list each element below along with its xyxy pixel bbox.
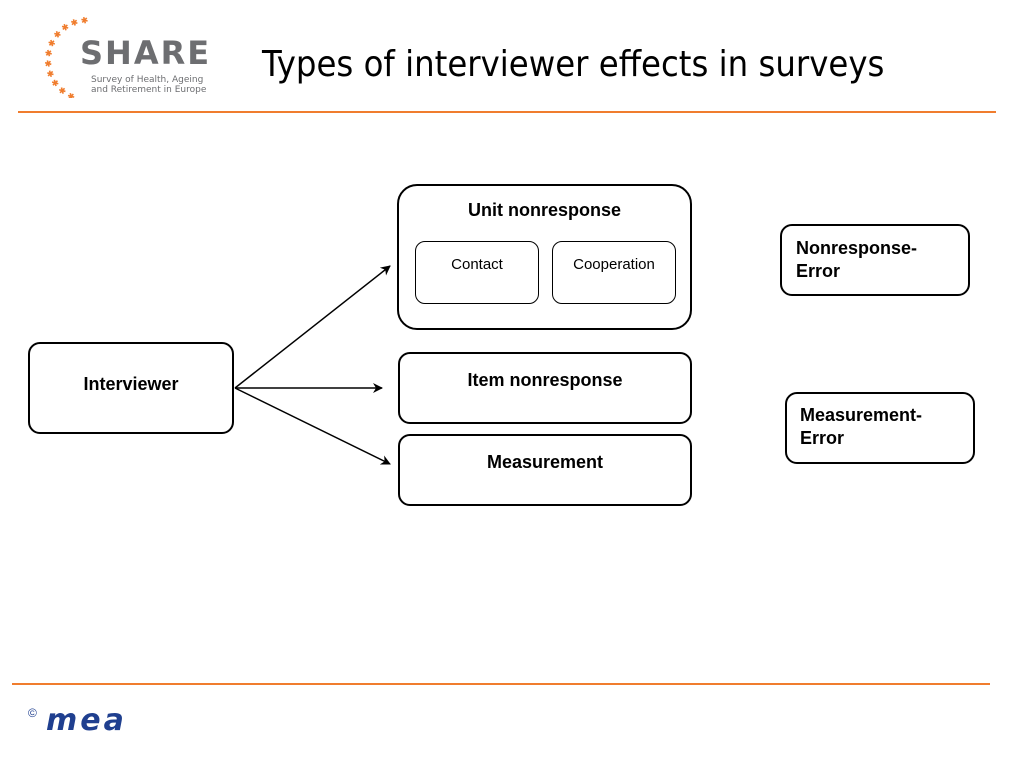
measurement-error-label: Measurement- Error — [800, 405, 923, 448]
logo-star — [67, 93, 75, 98]
contact-label: Contact — [451, 256, 503, 273]
copyright-symbol: © — [28, 706, 37, 720]
mea-logo: mea — [46, 703, 127, 738]
unit-nonresponse-label: Unit nonresponse — [467, 200, 621, 220]
nonresponse-error-box: Nonresponse- Error — [780, 224, 970, 296]
nonresponse-error-label: Nonresponse- Error — [796, 238, 918, 281]
logo-star — [44, 60, 52, 67]
measurement-error-box: Measurement- Error — [785, 392, 975, 464]
logo-star — [45, 49, 52, 57]
arrow-to-unit-nonresponse — [234, 265, 391, 389]
contact-box: Contact — [415, 241, 539, 304]
logo-star — [61, 23, 69, 31]
unit-nonresponse-box: Unit nonresponse Contact Cooperation — [397, 184, 692, 330]
arrow-to-measurement — [234, 387, 391, 465]
interviewer-box: Interviewer — [28, 342, 234, 434]
cooperation-box: Cooperation — [552, 241, 676, 304]
top-divider — [18, 111, 996, 113]
bottom-divider — [12, 683, 990, 685]
cooperation-label: Cooperation — [573, 256, 655, 273]
logo-star — [51, 79, 59, 87]
interviewer-label: Interviewer — [83, 374, 179, 394]
logo-star — [54, 31, 61, 38]
measurement-box: Measurement — [398, 434, 692, 506]
logo-star — [81, 16, 88, 24]
item-nonresponse-label: Item nonresponse — [467, 370, 623, 390]
logo-star — [71, 19, 78, 26]
stars-icon — [44, 16, 88, 98]
logo-subtitle: Survey of Health, Ageing and Retirement … — [91, 75, 207, 95]
page-title: Types of interviewer effects in surveys — [262, 44, 885, 85]
logo-wordmark: SHARE — [80, 34, 212, 72]
share-logo: SHARE Survey of Health, Ageing and Retir… — [22, 14, 212, 98]
logo-star — [47, 70, 54, 77]
logo-star — [59, 87, 66, 94]
item-nonresponse-box: Item nonresponse — [398, 352, 692, 424]
logo-star — [48, 39, 55, 47]
measurement-label: Measurement — [486, 452, 604, 472]
